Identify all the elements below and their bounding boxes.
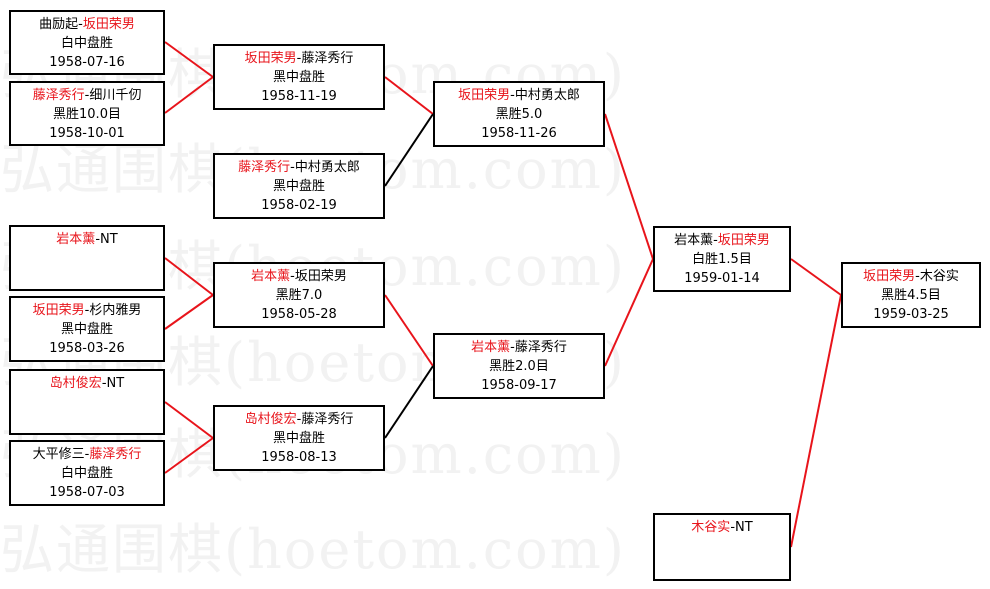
player-2: 藤泽秀行 bbox=[514, 340, 567, 355]
result: 黑胜5.0 bbox=[495, 107, 543, 122]
line-m4-m5 bbox=[384, 113, 434, 187]
date: 1958-03-26 bbox=[49, 341, 125, 356]
match-box-m1: 曲励起-坂田荣男 白中盘胜 1958-07-16 bbox=[9, 10, 165, 75]
players: 坂田荣男-木谷实 bbox=[863, 269, 959, 284]
player-2: 藤泽秀行 bbox=[301, 51, 354, 66]
match-box-m8: 岩本薰-坂田荣男 黑胜7.0 1958-05-28 bbox=[213, 262, 385, 328]
player-2: 木谷实 bbox=[919, 269, 959, 284]
date: 1958-09-17 bbox=[481, 378, 557, 393]
players: 岩本薰-藤泽秀行 bbox=[471, 340, 567, 355]
result: 黑中盘胜 bbox=[272, 431, 325, 446]
players: 藤泽秀行-中村勇太郎 bbox=[238, 160, 360, 175]
match-box-m7: 坂田荣男-杉内雅男 黑中盘胜 1958-03-26 bbox=[9, 296, 165, 362]
match-box-m10: 大平修三-藤泽秀行 白中盘胜 1958-07-03 bbox=[9, 440, 165, 506]
match-box-m9: 岛村俊宏-NT bbox=[9, 369, 165, 435]
player-2: NT bbox=[106, 376, 125, 391]
date: 1959-03-25 bbox=[873, 307, 949, 322]
line-m12-m13 bbox=[604, 258, 654, 367]
match-box-m5: 坂田荣男-中村勇太郎 黑胜5.0 1958-11-26 bbox=[433, 81, 605, 147]
result: 黑胜10.0目 bbox=[53, 107, 121, 122]
player-1: 岩本薰 bbox=[674, 233, 714, 248]
player-1: 坂田荣男 bbox=[863, 269, 916, 284]
player-2: 坂田荣男 bbox=[82, 17, 135, 32]
match-box-m14: 木谷实-NT bbox=[653, 513, 791, 581]
players: 坂田荣男-中村勇太郎 bbox=[458, 88, 580, 103]
player-1: 岩本薰 bbox=[56, 232, 96, 247]
result: 黑中盘胜 bbox=[272, 70, 325, 85]
date: 1958-05-28 bbox=[261, 307, 337, 322]
player-2: 藤泽秀行 bbox=[301, 412, 354, 427]
players: 岛村俊宏-藤泽秀行 bbox=[244, 412, 354, 427]
date: 1958-02-19 bbox=[261, 198, 337, 213]
player-2: 坂田荣男 bbox=[294, 269, 347, 284]
player-1: 岛村俊宏 bbox=[244, 412, 297, 427]
line-m1-m3 bbox=[164, 41, 214, 78]
result: 白胜1.5目 bbox=[692, 252, 752, 267]
date: 1958-11-19 bbox=[261, 89, 337, 104]
players: 木谷实-NT bbox=[691, 520, 753, 535]
line-m14-m15 bbox=[790, 294, 842, 548]
players: 坂田荣男-杉内雅男 bbox=[32, 303, 142, 318]
player-1: 岩本薰 bbox=[251, 269, 291, 284]
player-2: 中村勇太郎 bbox=[294, 160, 360, 175]
date: 1959-01-14 bbox=[684, 271, 760, 286]
line-m9-m11 bbox=[164, 401, 214, 439]
player-2: 中村勇太郎 bbox=[514, 88, 580, 103]
result: 黑中盘胜 bbox=[272, 179, 325, 194]
player-2: 细川千仞 bbox=[89, 88, 142, 103]
match-box-m4: 藤泽秀行-中村勇太郎 黑中盘胜 1958-02-19 bbox=[213, 153, 385, 219]
players: 岛村俊宏-NT bbox=[49, 376, 125, 391]
player-1: 藤泽秀行 bbox=[32, 88, 85, 103]
player-1: 木谷实 bbox=[691, 520, 731, 535]
result: 黑胜2.0目 bbox=[489, 359, 549, 374]
player-2: NT bbox=[735, 520, 753, 535]
players: 坂田荣男-藤泽秀行 bbox=[244, 51, 354, 66]
result: 黑胜4.5目 bbox=[881, 288, 941, 303]
match-box-m13: 岩本薰-坂田荣男 白胜1.5目 1959-01-14 bbox=[653, 226, 791, 292]
match-box-m6: 岩本薰-NT bbox=[9, 225, 165, 291]
match-box-m2: 藤泽秀行-细川千仞 黑胜10.0目 1958-10-01 bbox=[9, 81, 165, 146]
players: 岩本薰-坂田荣男 bbox=[674, 233, 770, 248]
date: 1958-07-16 bbox=[49, 55, 125, 70]
player-1: 岩本薰 bbox=[471, 340, 511, 355]
match-box-m3: 坂田荣男-藤泽秀行 黑中盘胜 1958-11-19 bbox=[213, 44, 385, 110]
date: 1958-10-01 bbox=[49, 126, 125, 141]
match-box-m12: 岩本薰-藤泽秀行 黑胜2.0目 1958-09-17 bbox=[433, 333, 605, 399]
player-1: 坂田荣男 bbox=[244, 51, 297, 66]
result: 白中盘胜 bbox=[60, 466, 113, 481]
player-1: 坂田荣男 bbox=[458, 88, 511, 103]
player-1: 大平修三 bbox=[32, 447, 85, 462]
player-2: 坂田荣男 bbox=[717, 233, 770, 248]
line-m2-m3 bbox=[164, 76, 214, 114]
line-m7-m8 bbox=[164, 294, 214, 330]
match-box-m11: 岛村俊宏-藤泽秀行 黑中盘胜 1958-08-13 bbox=[213, 405, 385, 471]
date: 1958-08-13 bbox=[261, 450, 337, 465]
players: 藤泽秀行-细川千仞 bbox=[32, 88, 142, 103]
player-2: 藤泽秀行 bbox=[89, 447, 142, 462]
player-1: 坂田荣男 bbox=[32, 303, 85, 318]
line-m6-m8 bbox=[164, 257, 214, 296]
players: 岩本薰-NT bbox=[56, 232, 118, 247]
line-m5-m13 bbox=[604, 113, 654, 260]
player-1: 曲励起 bbox=[39, 17, 79, 32]
line-m8-m12 bbox=[384, 294, 434, 367]
players: 曲励起-坂田荣男 bbox=[39, 17, 135, 32]
line-m11-m12 bbox=[384, 365, 434, 439]
player-1: 藤泽秀行 bbox=[238, 160, 291, 175]
date: 1958-11-26 bbox=[481, 126, 557, 141]
player-1: 岛村俊宏 bbox=[49, 376, 102, 391]
result: 黑中盘胜 bbox=[60, 322, 113, 337]
date: 1958-07-03 bbox=[49, 485, 125, 500]
player-2: NT bbox=[100, 232, 118, 247]
player-2: 杉内雅男 bbox=[89, 303, 142, 318]
players: 岩本薰-坂田荣男 bbox=[251, 269, 347, 284]
line-m3-m5 bbox=[384, 76, 434, 115]
result: 白中盘胜 bbox=[60, 36, 113, 51]
players: 大平修三-藤泽秀行 bbox=[32, 447, 142, 462]
match-box-m15: 坂田荣男-木谷实 黑胜4.5目 1959-03-25 bbox=[841, 262, 981, 328]
result: 黑胜7.0 bbox=[275, 288, 323, 303]
line-m13-m15 bbox=[790, 258, 842, 296]
line-m10-m11 bbox=[164, 437, 214, 474]
